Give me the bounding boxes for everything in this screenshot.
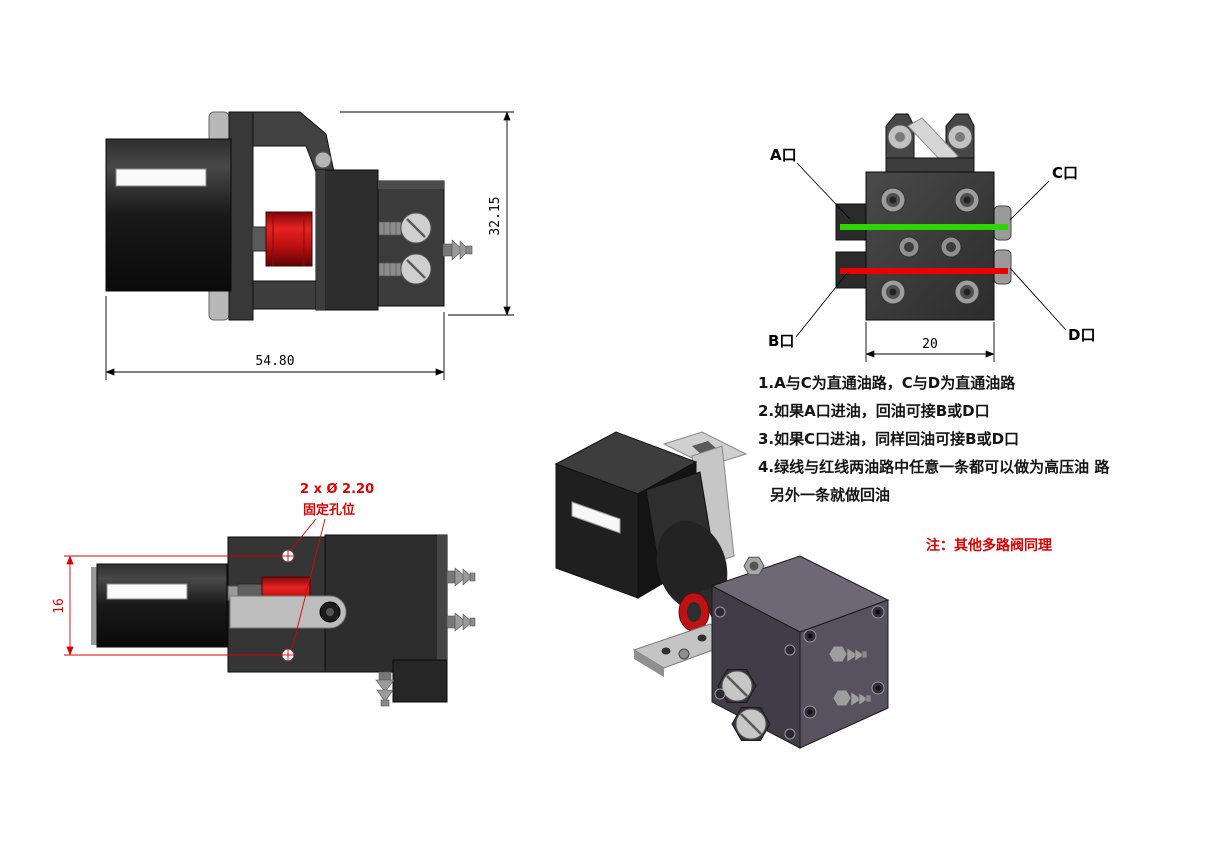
- valve-body: [315, 169, 379, 311]
- leader-port-a: [796, 162, 851, 220]
- iso-top-fitting: [743, 556, 765, 576]
- port-c-label: C口: [1052, 164, 1078, 182]
- hose-barb-right-1: [446, 567, 476, 587]
- motor-body: [105, 138, 232, 292]
- valve-block-edge: [437, 535, 447, 672]
- sub-block: [392, 659, 448, 703]
- bracket-plate: [228, 111, 254, 321]
- bracket-diagonal: [907, 117, 959, 165]
- note-red: 注：其他多路阀同理: [926, 537, 1052, 554]
- dim-width-54: 54.80: [105, 296, 445, 380]
- iso-motor-slot: [571, 501, 621, 534]
- red-coupling: [265, 211, 313, 267]
- note-4: 4.绿线与红线两油路中任意一条都可以做为高压油 路: [758, 458, 1110, 476]
- motor-label-slot-top: [106, 583, 188, 600]
- note-2: 2.如果A口进油，回油可接B或D口: [758, 402, 990, 420]
- port-a-label: A口: [770, 146, 797, 164]
- arm-screw: [314, 151, 332, 169]
- hose-barb-right-2: [446, 612, 476, 632]
- dim-height-label: 32.15: [488, 196, 503, 235]
- leader-port-b: [795, 271, 849, 338]
- green-oil-path: [840, 224, 1008, 230]
- manifold: [377, 180, 445, 307]
- iso-front-screws: [714, 606, 796, 741]
- hole-callout: 2 x Ø 2.20 固定孔位: [289, 482, 374, 650]
- port-d-stub: [993, 249, 1012, 285]
- dim-height-32: 32.15: [340, 111, 514, 316]
- corner-screws: [880, 187, 980, 305]
- motor-label-slot: [115, 168, 207, 187]
- motor-left-cap: [91, 567, 98, 645]
- manifold-screw-top: [378, 212, 432, 244]
- pivot-arm: [229, 595, 347, 629]
- front-view: A口 C口 B口 D口 20: [768, 113, 1095, 362]
- hole-callout-line2: 固定孔位: [303, 502, 355, 518]
- port-b-label: B口: [768, 332, 794, 350]
- top-bracket: [885, 113, 975, 173]
- dim-holes-16: 16: [52, 555, 282, 656]
- iso-view: [554, 431, 890, 749]
- manifold-screw-bottom: [378, 253, 432, 285]
- hole-callout-line1: 2 x Ø 2.20: [300, 482, 374, 497]
- valve-block-top: [324, 534, 448, 673]
- dim-width-label: 54.80: [255, 354, 294, 369]
- note-4-continued: 另外一条就做回油: [770, 486, 890, 504]
- hose-barb-bottom: [375, 671, 395, 707]
- dim-20-label: 20: [922, 337, 938, 352]
- leader-port-c: [1009, 180, 1050, 221]
- iso-right-face-screws: [803, 605, 885, 719]
- center-ports: [898, 236, 962, 258]
- note-3: 3.如果C口进油，同样回油可接B或D口: [758, 430, 1019, 448]
- dim-16-label: 16: [52, 598, 67, 614]
- iso-barb-fittings: [828, 645, 872, 707]
- iso-coupling-ring: [678, 592, 710, 632]
- top-view: 2 x Ø 2.20 固定孔位 16: [52, 482, 476, 707]
- manifold-lip: [378, 181, 444, 189]
- fixing-holes: [281, 549, 295, 662]
- motor-body-top: [96, 563, 228, 648]
- notes-block: 1.A与C为直通油路，C与D为直通油路 2.如果A口进油，回油可接B或D口 3.…: [758, 374, 1110, 554]
- callout-leader-top: [289, 518, 317, 552]
- leader-port-d: [1009, 267, 1067, 331]
- bottom-pin: [208, 286, 230, 321]
- note-1: 1.A与C为直通油路，C与D为直通油路: [758, 374, 1016, 392]
- callout-leader-bottom: [291, 518, 326, 650]
- motor-shaft: [251, 226, 268, 252]
- valve-body-highlight: [316, 170, 325, 310]
- port-c-stub: [993, 205, 1012, 241]
- port-d-label: D口: [1068, 326, 1095, 344]
- side-view: 32.15 54.80: [105, 111, 514, 380]
- red-oil-path: [840, 268, 1008, 274]
- dim-width-20: 20: [865, 322, 995, 362]
- hose-barb: [442, 239, 473, 261]
